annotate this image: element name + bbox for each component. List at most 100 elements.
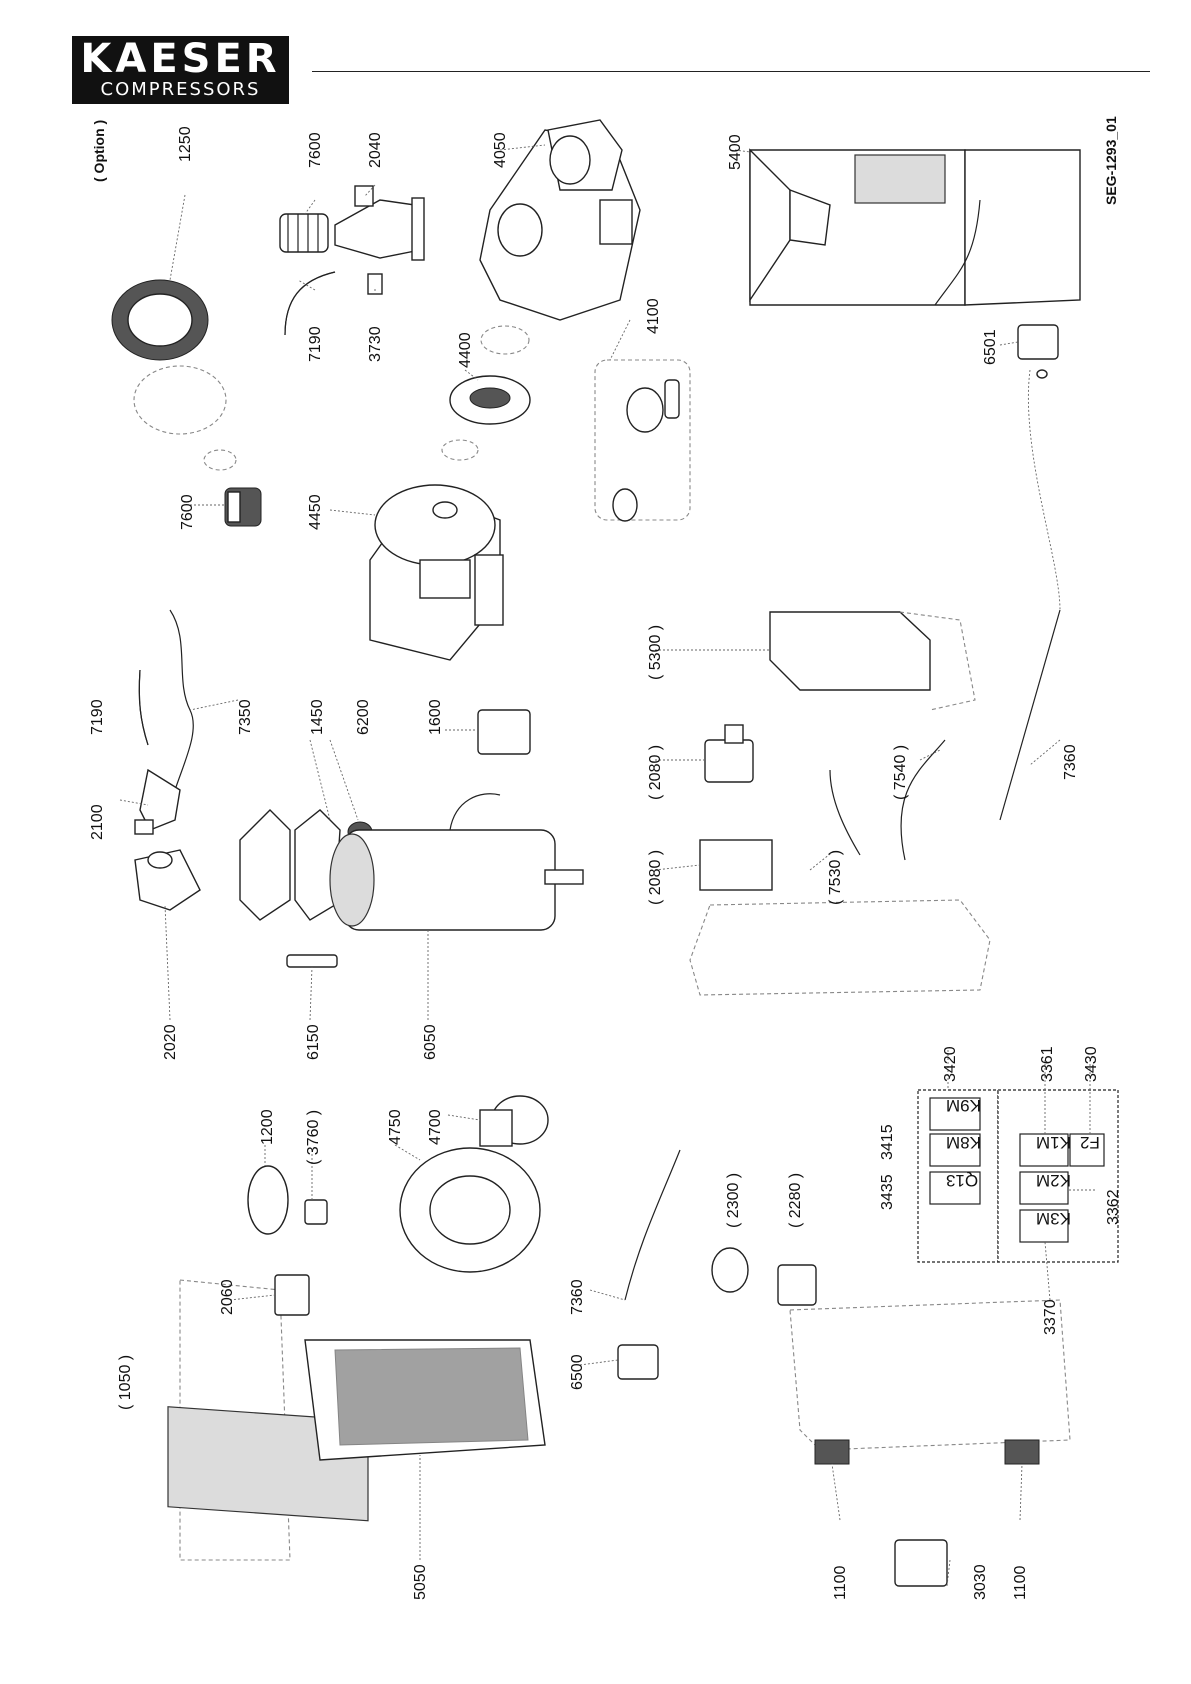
callout-5300: ( 5300 ) [647,625,664,680]
cab-k9m: K9M [946,1096,981,1115]
long-pipe-upper-part [999,609,1061,821]
temperature-sensor-part [304,1199,328,1225]
filter-seal-ghost [203,449,237,471]
intake-valve-part [334,185,425,261]
leader-lines [119,144,1095,1587]
fitting-small-part [1036,369,1048,379]
callout-4400: 4400 [457,332,474,368]
controller-part [894,1539,948,1587]
callout-4050: 4050 [492,132,509,168]
hose-upper-inner [284,271,336,336]
minimum-pressure-valve-part [134,849,201,911]
cooler-module-part [769,611,976,711]
callout-7350: 7350 [237,699,254,735]
callout-7600-lower: 7600 [179,494,196,530]
callout-3361: 3361 [1039,1046,1056,1082]
frame-ghost-upper [689,899,991,996]
callout-7600-upper: 7600 [307,132,324,168]
callout-6050: 6050 [422,1024,439,1060]
callout-1200: 1200 [259,1109,276,1145]
callout-3420: 3420 [942,1046,959,1082]
fan-wheel-part [399,1147,541,1273]
callout-5050: 5050 [412,1564,429,1600]
option-label: ( Option ) [91,120,107,182]
callout-2300: ( 2300 ) [725,1173,742,1228]
cab-k8m: K8M [946,1133,981,1152]
callout-2080-lower: ( 2080 ) [647,850,664,905]
check-valve-part [134,768,181,835]
electrical-cabinet-layout: K9M K8M Q13 K1M F2 K2M K3M [917,1089,1119,1263]
drawing-id-label: SEG-1293_01 [1103,116,1119,205]
pad-left-part [814,1439,850,1465]
logo-line-2: COMPRESSORS [100,79,261,100]
cab-f2: F2 [1080,1133,1100,1152]
callout-4100: 4100 [645,298,662,334]
pressure-switch-lower-part [617,1344,659,1380]
callout-4750: 4750 [387,1109,404,1145]
callout-3370: 3370 [1042,1299,1059,1335]
hose-7540-part [900,739,946,861]
callout-6501: 6501 [982,329,999,365]
radiator-part [304,1339,546,1461]
callout-6500: 6500 [569,1354,586,1390]
solenoid-valve-upper-part [704,724,754,783]
callout-1100-right: 1100 [1012,1565,1029,1600]
callout-6150: 6150 [305,1024,322,1060]
callout-3435: 3435 [879,1174,896,1210]
hose-lower-inner [138,669,149,746]
pressure-switch-upper-part [1017,324,1059,360]
pad-right-part [1004,1439,1040,1465]
dashed-line-upper [1027,369,1061,611]
callout-7530: ( 7530 ) [827,850,844,905]
hose-7530-part [829,769,861,856]
callout-1600: 1600 [427,699,444,735]
callout-labels: 1250 7600 2040 4050 5400 7190 3730 4400 … [89,126,1122,1600]
flange-plate-part [239,809,341,921]
cab-k2m: K2M [1036,1171,1071,1190]
callout-3362: 3362 [1105,1189,1122,1225]
cab-k3m: K3M [1036,1209,1071,1228]
callout-4700: 4700 [427,1109,444,1145]
callout-7190-lower: 7190 [89,699,106,735]
filter-housing-ghost [133,365,227,435]
callout-2020: 2020 [162,1024,179,1060]
airend-part [479,119,641,321]
callout-3730: 3730 [367,326,384,362]
callout-6200: 6200 [355,699,372,735]
valve-2280-part [777,1264,817,1306]
base-frame-ghost [789,1299,1071,1451]
callout-1450: 1450 [309,699,326,735]
callout-7190-upper: 7190 [307,326,324,362]
thread-insert-part [224,487,262,527]
callout-2060: 2060 [219,1279,236,1315]
callout-1050: ( 1050 ) [117,1355,134,1410]
switch-box-part [477,709,531,755]
thermostat-block-part [274,1274,310,1316]
callout-5400: 5400 [727,134,744,170]
bellows-part [279,213,329,253]
callout-3415: 3415 [879,1124,896,1160]
callout-7540: ( 7540 ) [892,745,909,800]
cab-q13: Q13 [946,1171,978,1190]
callout-2100: 2100 [89,804,106,840]
enclosure-part [749,148,1081,306]
oil-filter-part [247,1165,289,1235]
logo-line-1: KAESER [80,36,281,82]
callout-2080-upper: ( 2080 ) [647,745,664,800]
callout-3430: 3430 [1083,1046,1100,1082]
header-rule [312,71,1150,72]
callout-1100-left: 1100 [832,1565,849,1600]
callout-2280: ( 2280 ) [787,1173,804,1228]
cable-part [169,609,194,791]
fan-motor-part [479,1095,549,1147]
callout-3030: 3030 [972,1564,989,1600]
callout-1250: 1250 [177,126,194,162]
separator-tank-part [329,793,584,931]
callout-7360-lower: 7360 [569,1279,586,1315]
callout-4450: 4450 [307,494,324,530]
pipe-nipple-part [286,954,338,968]
valve-block-part [699,839,773,891]
air-filter-ring-part [111,279,209,361]
callout-3760: ( 3760 ) [305,1110,322,1165]
